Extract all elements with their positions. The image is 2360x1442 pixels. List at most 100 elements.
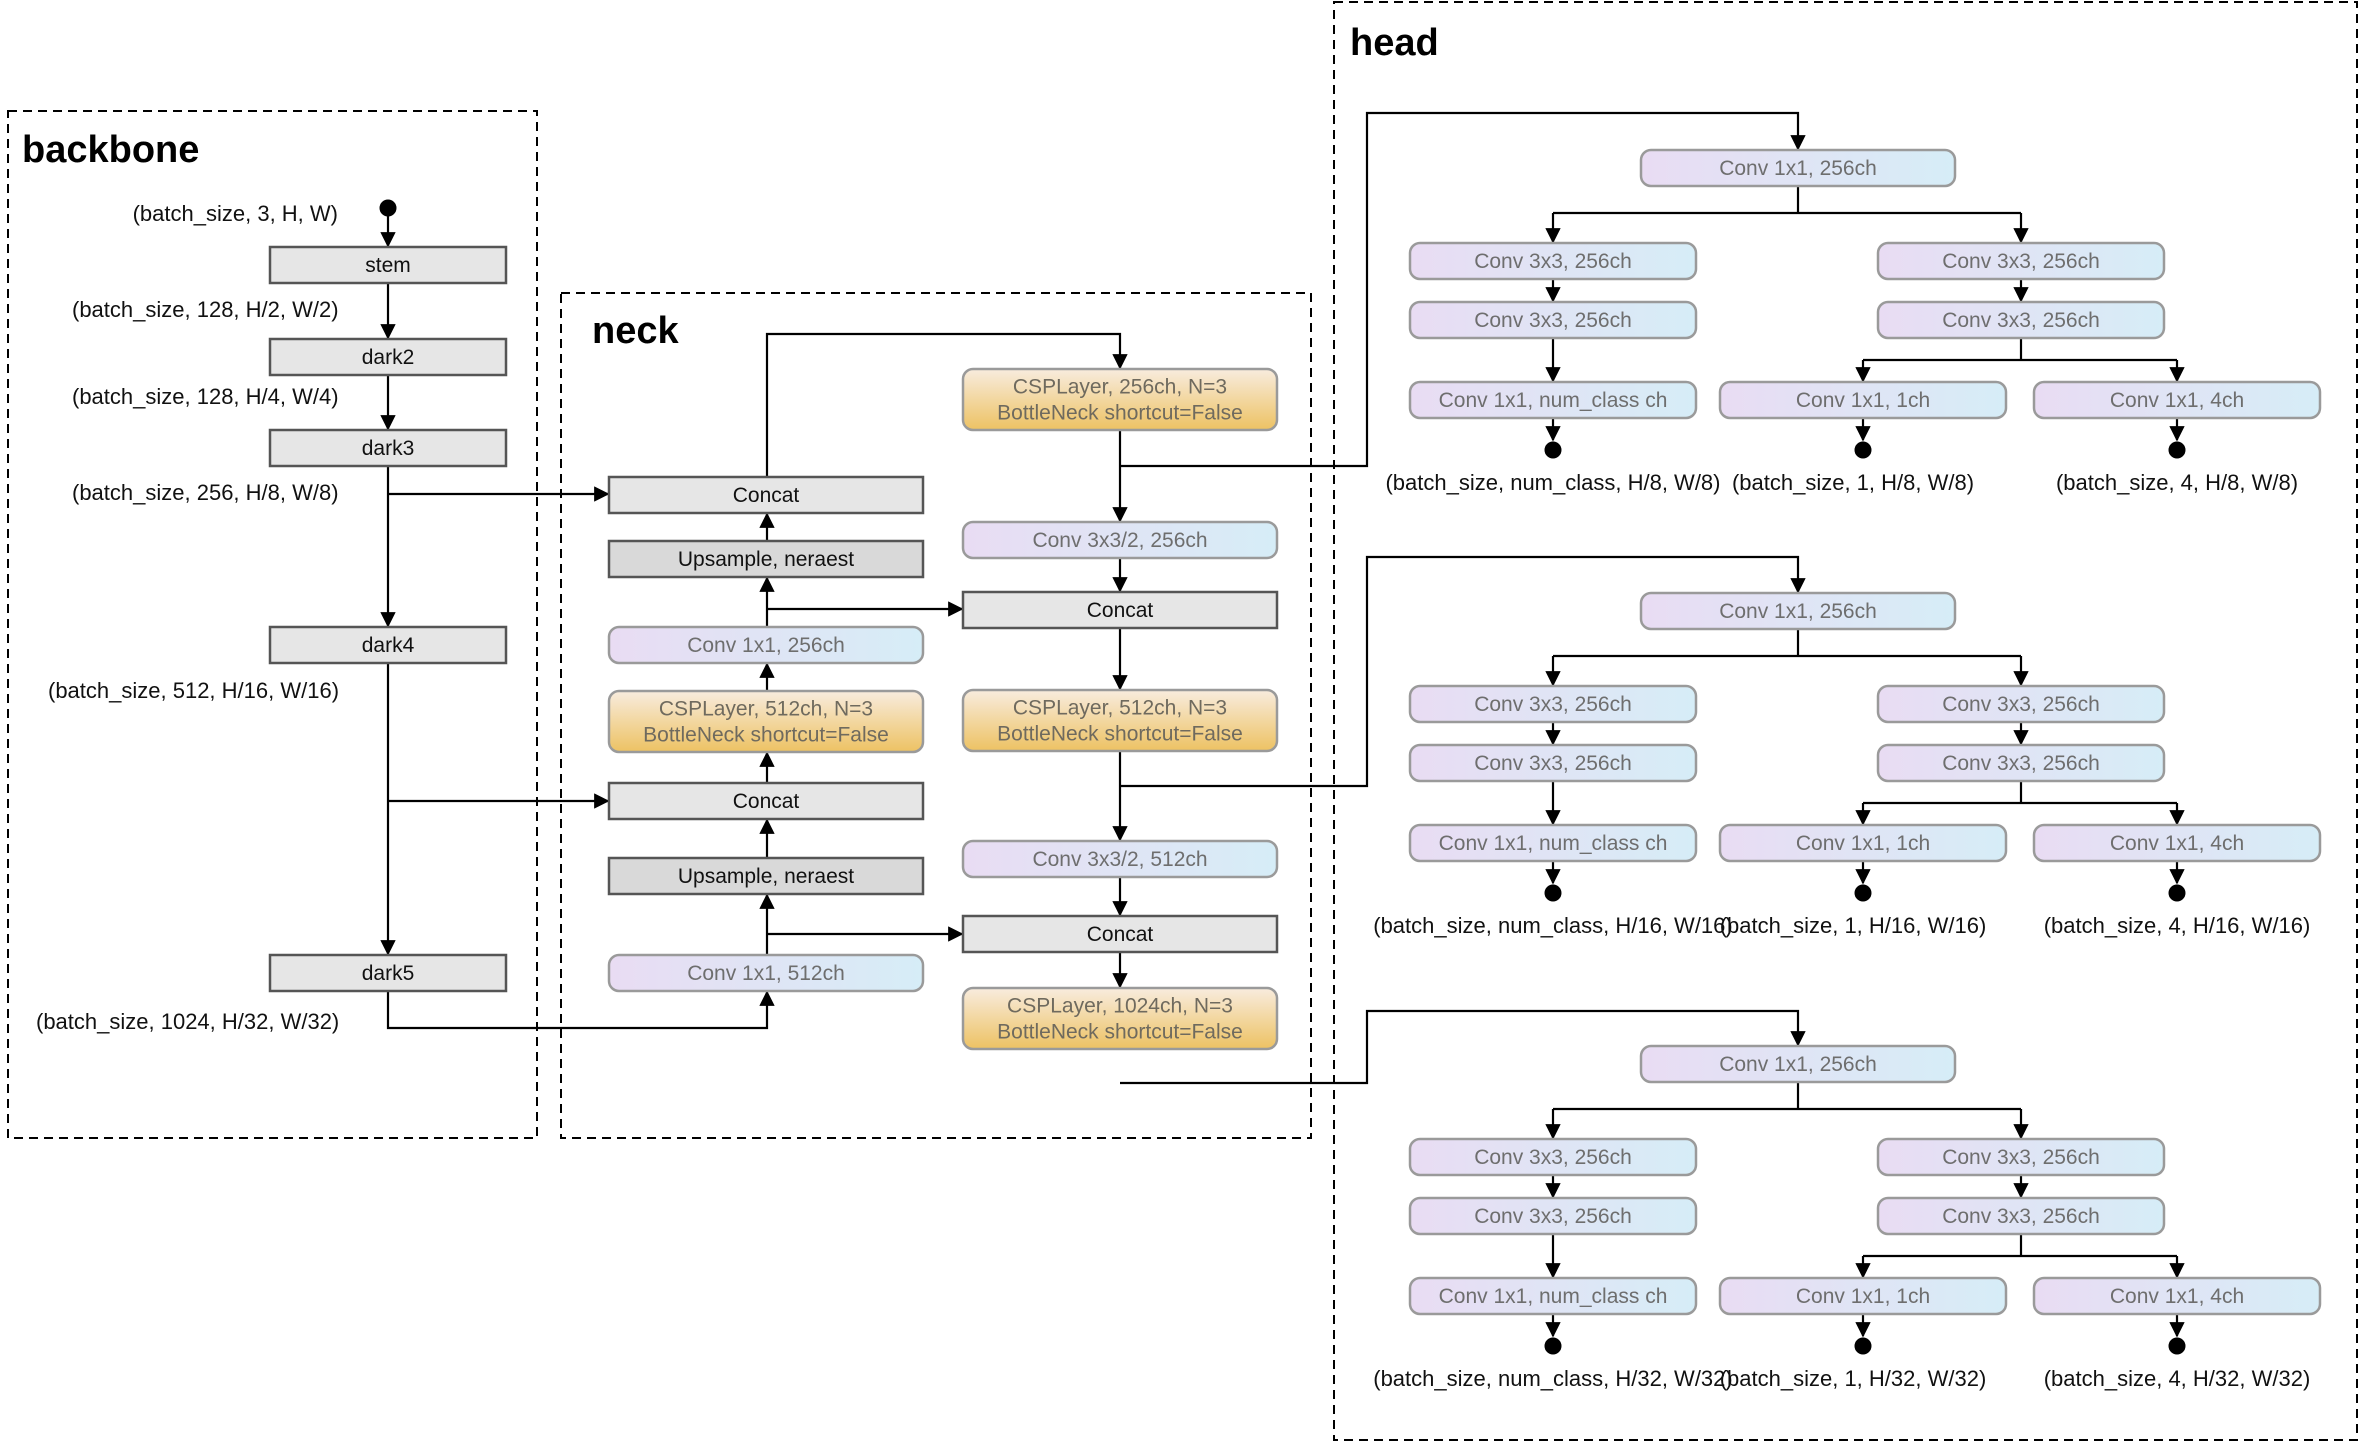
head-level-3-obj-out-dot xyxy=(1854,1337,1872,1355)
neck-frame xyxy=(560,292,1312,1139)
head-level-1-cls-conv3x3-b: Conv 3x3, 256ch xyxy=(1408,300,1698,340)
head-level-1-obj-out-dot xyxy=(1854,441,1872,459)
head-level-1-obj-conv-label: Conv 1x1, 1ch xyxy=(1796,389,1930,412)
head-level-2-feed-line xyxy=(1120,555,1806,788)
neck-concat-top: Concat xyxy=(607,475,925,515)
neck-concat-right-top-label: Concat xyxy=(1087,599,1154,622)
head-level-1-cls-out-label: (batch_size, num_class, H/8, W/8) xyxy=(1385,470,1720,495)
head-level-1-cls-conv3x3-b-label: Conv 3x3, 256ch xyxy=(1474,309,1632,332)
neck-conv3x3s2-512-label: Conv 3x3/2, 512ch xyxy=(1032,848,1207,871)
neck-conv1x1-256-label: Conv 1x1, 256ch xyxy=(687,634,845,657)
input-shape-label: (batch_size, 3, H, W) xyxy=(133,201,338,226)
backbone-title: backbone xyxy=(22,129,199,171)
dark3-block-label: dark3 xyxy=(362,437,415,460)
head-level-3-cls-conv: Conv 1x1, num_class ch xyxy=(1408,1276,1698,1316)
head-level-1-reg-conv3x3-a-label: Conv 3x3, 256ch xyxy=(1942,250,2100,273)
head-title: head xyxy=(1350,22,1439,64)
head-level-2-reg-conv-label: Conv 1x1, 4ch xyxy=(2110,832,2244,855)
head-level-1-feed-line xyxy=(1120,111,1806,468)
neck-upsample-top-label: Upsample, neraest xyxy=(678,548,854,571)
head-level-1-reg-conv3x3-b-label: Conv 3x3, 256ch xyxy=(1942,309,2100,332)
dark2-shape-label: (batch_size, 128, H/4, W/4) xyxy=(72,384,339,409)
head-level-1-stem-conv: Conv 1x1, 256ch xyxy=(1639,148,1957,188)
head-level-3-cls-conv-label: Conv 1x1, num_class ch xyxy=(1439,1285,1668,1308)
head-level-1-reg-out-dot xyxy=(2168,441,2186,459)
head-level-1-reg-conv: Conv 1x1, 4ch xyxy=(2032,380,2322,420)
head-level-2-cls-out-dot xyxy=(1544,884,1562,902)
backbone-frame xyxy=(7,110,538,1139)
head-level-1-obj-out-label: (batch_size, 1, H/8, W/8) xyxy=(1732,470,1974,495)
head-level-3-reg-out-label: (batch_size, 4, H/32, W/32) xyxy=(2044,1366,2311,1391)
head-level-2-obj-conv-label: Conv 1x1, 1ch xyxy=(1796,832,1930,855)
neck-conv3x3s2-256: Conv 3x3/2, 256ch xyxy=(961,520,1279,560)
head-level-3-reg-conv-label: Conv 1x1, 4ch xyxy=(2110,1285,2244,1308)
head-level-3-stem-conv-label: Conv 1x1, 256ch xyxy=(1719,1053,1877,1076)
nodes: stemdark2dark3dark4dark5ConcatUpsample, … xyxy=(268,148,2322,1316)
dark2-block: dark2 xyxy=(268,337,508,377)
concat-to-csp256-line xyxy=(765,332,1128,477)
head-level-1-obj-conv: Conv 1x1, 1ch xyxy=(1718,380,2008,420)
neck-csp-1024-label-1: CSPLayer, 1024ch, N=3 xyxy=(1007,995,1233,1018)
neck-csp-256-label-2: BottleNeck shortcut=False xyxy=(997,402,1243,425)
head-level-3-obj-conv-label: Conv 1x1, 1ch xyxy=(1796,1285,1930,1308)
neck-csp-512-left-label-1: CSPLayer, 512ch, N=3 xyxy=(659,698,873,721)
head-level-2-stem-conv: Conv 1x1, 256ch xyxy=(1639,591,1957,631)
head-level-3-stem-conv: Conv 1x1, 256ch xyxy=(1639,1044,1957,1084)
dark4-block-label: dark4 xyxy=(362,634,415,657)
head-level-2-reg-conv3x3-b-label: Conv 3x3, 256ch xyxy=(1942,752,2100,775)
head-level-2-stem-conv-label: Conv 1x1, 256ch xyxy=(1719,600,1877,623)
head-level-2-cls-conv3x3-a-label: Conv 3x3, 256ch xyxy=(1474,693,1632,716)
head-level-3-obj-out-label: (batch_size, 1, H/32, W/32) xyxy=(1720,1366,1987,1391)
neck-upsample-bottom: Upsample, neraest xyxy=(607,856,925,896)
neck-csp-512-right-label-2: BottleNeck shortcut=False xyxy=(997,723,1243,746)
head-level-1-stem-conv-label: Conv 1x1, 256ch xyxy=(1719,157,1877,180)
head-level-2-cls-conv: Conv 1x1, num_class ch xyxy=(1408,823,1698,863)
stem-block-label: stem xyxy=(365,254,411,277)
stem-shape-label: (batch_size, 128, H/2, W/2) xyxy=(72,297,339,322)
dark3-shape-label: (batch_size, 256, H/8, W/8) xyxy=(72,480,339,505)
neck-conv1x1-512: Conv 1x1, 512ch xyxy=(607,953,925,993)
dark3-block: dark3 xyxy=(268,428,508,468)
head-level-3-reg-conv: Conv 1x1, 4ch xyxy=(2032,1276,2322,1316)
head-level-1-reg-conv-label: Conv 1x1, 4ch xyxy=(2110,389,2244,412)
head-level-1-cls-conv3x3-a-label: Conv 3x3, 256ch xyxy=(1474,250,1632,273)
head-level-2-reg-conv: Conv 1x1, 4ch xyxy=(2032,823,2322,863)
head-level-3-reg-out-dot xyxy=(2168,1337,2186,1355)
head-level-1-cls-conv: Conv 1x1, num_class ch xyxy=(1408,380,1698,420)
head-level-1-cls-out-dot xyxy=(1544,441,1562,459)
dark5-to-conv-line xyxy=(386,990,775,1030)
neck-csp-256-label-1: CSPLayer, 256ch, N=3 xyxy=(1013,376,1227,399)
head-level-3-reg-conv3x3-b: Conv 3x3, 256ch xyxy=(1876,1196,2166,1236)
head-level-2-reg-conv3x3-b: Conv 3x3, 256ch xyxy=(1876,743,2166,783)
head-level-2-obj-out-label: (batch_size, 1, H/16, W/16) xyxy=(1720,913,1987,938)
neck-concat-right-bottom: Concat xyxy=(961,914,1279,954)
head-level-3-cls-conv3x3-a: Conv 3x3, 256ch xyxy=(1408,1137,1698,1177)
head-level-2-cls-conv3x3-b: Conv 3x3, 256ch xyxy=(1408,743,1698,783)
head-level-3-reg-conv3x3-a-label: Conv 3x3, 256ch xyxy=(1942,1146,2100,1169)
neck-conv1x1-512-label: Conv 1x1, 512ch xyxy=(687,962,845,985)
neck-concat-mid: Concat xyxy=(607,781,925,821)
neck-concat-mid-label: Concat xyxy=(733,790,800,813)
dark4-block: dark4 xyxy=(268,625,508,665)
head-level-3-cls-conv3x3-b: Conv 3x3, 256ch xyxy=(1408,1196,1698,1236)
head-level-2-reg-conv3x3-a-label: Conv 3x3, 256ch xyxy=(1942,693,2100,716)
dark4-shape-label: (batch_size, 512, H/16, W/16) xyxy=(48,678,339,703)
head-level-3-feed-line xyxy=(1120,1009,1806,1085)
neck-upsample-top: Upsample, neraest xyxy=(607,539,925,579)
neck-csp-512-right-label-1: CSPLayer, 512ch, N=3 xyxy=(1013,697,1227,720)
head-level-2-reg-out-label: (batch_size, 4, H/16, W/16) xyxy=(2044,913,2311,938)
neck-conv1x1-256: Conv 1x1, 256ch xyxy=(607,625,925,665)
head-level-3-cls-conv3x3-b-label: Conv 3x3, 256ch xyxy=(1474,1205,1632,1228)
head-level-1-cls-conv3x3-a: Conv 3x3, 256ch xyxy=(1408,241,1698,281)
head-level-2-cls-conv3x3-b-label: Conv 3x3, 256ch xyxy=(1474,752,1632,775)
head-level-2-cls-out-label: (batch_size, num_class, H/16, W/16) xyxy=(1373,913,1732,938)
head-level-1-reg-out-label: (batch_size, 4, H/8, W/8) xyxy=(2056,470,2298,495)
head-level-2-reg-out-dot xyxy=(2168,884,2186,902)
head-level-3-reg-conv3x3-a: Conv 3x3, 256ch xyxy=(1876,1137,2166,1177)
neck-concat-top-label: Concat xyxy=(733,484,800,507)
dark5-block-label: dark5 xyxy=(362,962,415,985)
